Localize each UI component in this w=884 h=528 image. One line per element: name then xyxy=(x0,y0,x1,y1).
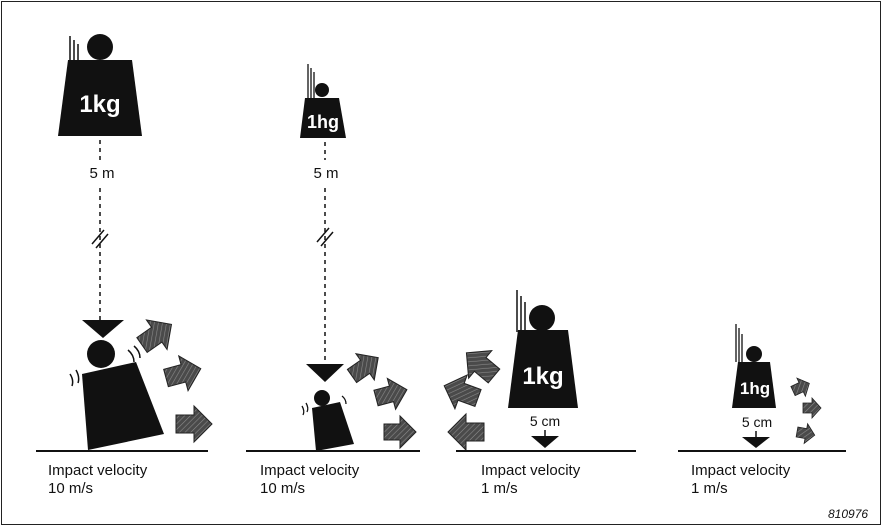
weight-1kg-top: 1kg xyxy=(58,34,142,136)
caption-title: Impact velocity xyxy=(481,462,581,479)
caption-title: Impact velocity xyxy=(691,462,791,479)
energy-arrow-icon xyxy=(346,353,379,384)
break-mark-icon xyxy=(316,227,334,247)
height-label: 5 cm xyxy=(530,413,560,429)
energy-arrows xyxy=(443,350,501,452)
caption-title: Impact velocity xyxy=(260,462,360,479)
caption-title: Impact velocity xyxy=(48,462,148,479)
impact-arrow-icon xyxy=(82,320,124,338)
weight-label: 1kg xyxy=(79,91,120,118)
impact-arrow-icon xyxy=(531,436,559,448)
height-label: 5 m xyxy=(89,165,114,182)
energy-arrows xyxy=(346,353,417,450)
energy-arrow-icon xyxy=(465,350,501,384)
weight-1kg-low: 1kg xyxy=(508,290,578,408)
energy-arrow-icon xyxy=(136,319,173,354)
caption-3: Impact velocity 1 m/s xyxy=(481,462,580,498)
scenario-4: 1hg 5 cm xyxy=(678,324,846,452)
caption-4: Impact velocity 1 m/s xyxy=(691,462,790,498)
weight-1hg-top: 1hg xyxy=(300,64,346,138)
weight-1hg-impact xyxy=(301,390,354,451)
caption-velocity: 1 m/s xyxy=(481,480,518,497)
figure-number: 810976 xyxy=(828,507,869,521)
caption-velocity: 10 m/s xyxy=(48,480,94,497)
energy-arrows xyxy=(136,319,213,444)
impact-arrow-icon xyxy=(306,364,344,382)
weight-label: 1kg xyxy=(522,363,563,390)
caption-2: Impact velocity 10 m/s xyxy=(260,462,359,498)
weight-label: 1hg xyxy=(740,379,770,398)
height-label: 5 m xyxy=(313,165,338,182)
energy-arrow-icon xyxy=(383,414,417,450)
energy-arrow-icon xyxy=(443,373,482,411)
impact-arrow-icon xyxy=(742,437,770,448)
scenario-2: 1hg 5 m xyxy=(246,64,420,452)
energy-arrow-icon xyxy=(795,422,816,445)
weight-label: 1hg xyxy=(307,112,339,132)
energy-arrows xyxy=(790,377,822,445)
energy-arrow-icon xyxy=(790,377,810,398)
scenario-3: 1kg 5 cm xyxy=(443,290,636,452)
break-mark-icon xyxy=(91,229,109,249)
scenario-1: 1kg 5 m xyxy=(36,34,213,452)
weight-1hg-low: 1hg xyxy=(732,324,776,408)
energy-arrow-icon xyxy=(373,377,408,411)
caption-velocity: 10 m/s xyxy=(260,480,306,497)
energy-arrow-icon xyxy=(163,354,202,393)
energy-arrow-icon xyxy=(447,412,485,452)
caption-1: Impact velocity 10 m/s xyxy=(48,462,147,498)
energy-arrow-icon xyxy=(802,396,822,420)
weight-1kg-impact xyxy=(69,340,164,450)
energy-arrow-icon xyxy=(175,404,213,444)
height-label: 5 cm xyxy=(742,414,772,430)
caption-velocity: 1 m/s xyxy=(691,480,728,497)
